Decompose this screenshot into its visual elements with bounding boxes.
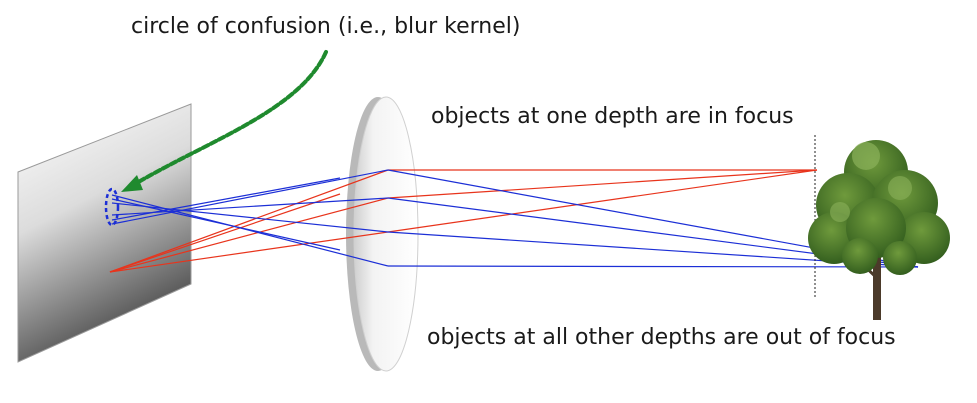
- in-focus-rays: [109, 169, 818, 273]
- out-of-focus-label: objects at all other depths are out of f…: [427, 325, 896, 350]
- tree-image: [808, 140, 950, 320]
- pointer-arrow: [121, 50, 328, 192]
- lens: [346, 96, 419, 372]
- out-of-focus-rays: [111, 169, 919, 268]
- circle-of-confusion-label: circle of confusion (i.e., blur kernel): [131, 14, 520, 39]
- circle-of-confusion-marker: [104, 187, 120, 227]
- image-sensor-plane: [17, 103, 192, 363]
- in-focus-label: objects at one depth are in focus: [431, 104, 794, 129]
